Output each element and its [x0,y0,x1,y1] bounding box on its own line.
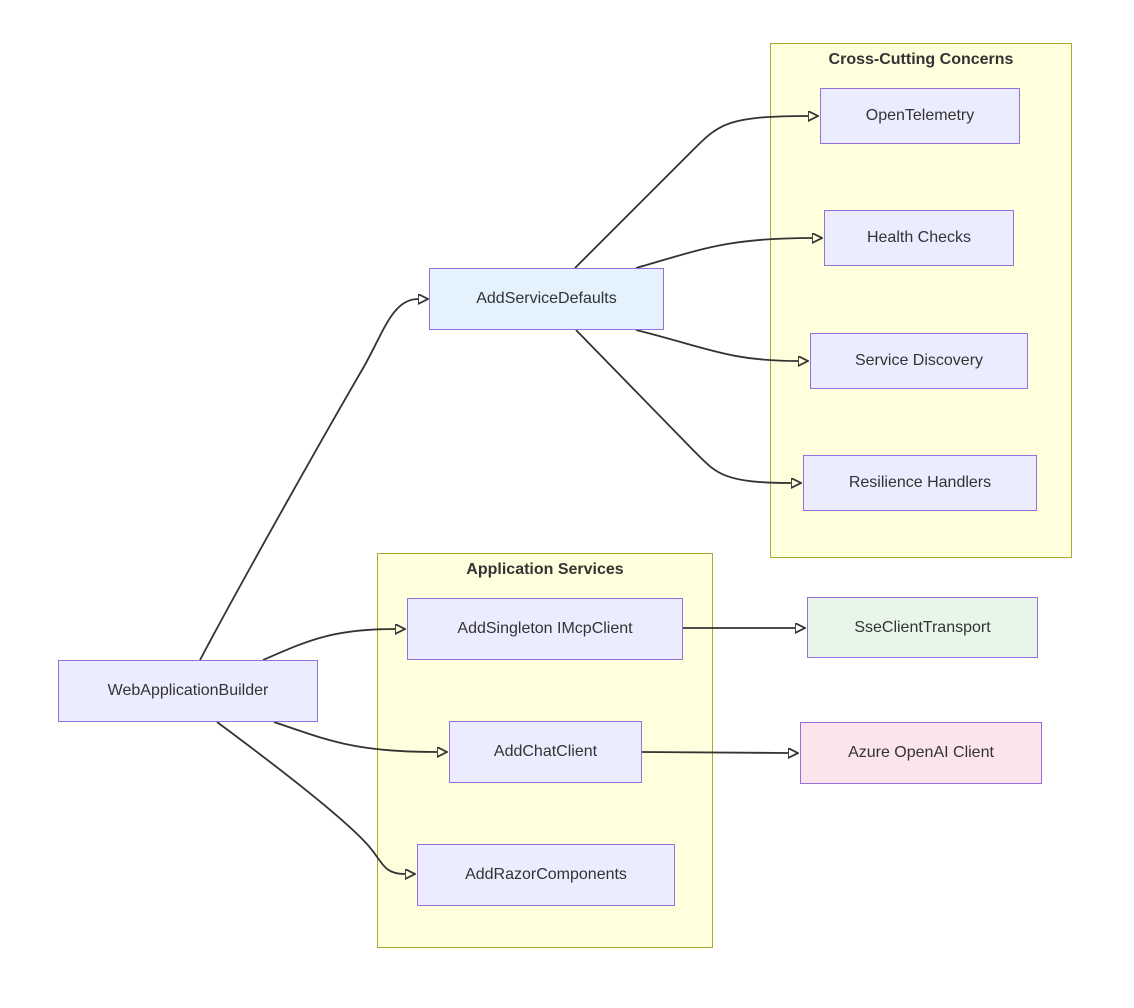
cluster-title-application-services: Application Services [466,561,624,578]
node-health-checks: Health Checks [824,210,1014,266]
node-addchatclient: AddChatClient [449,721,642,783]
node-addservicedefaults: AddServiceDefaults [429,268,664,330]
node-addsingleton-imcpclient: AddSingleton IMcpClient [407,598,683,660]
cluster-title-cross-cutting: Cross-Cutting Concerns [828,51,1014,68]
node-webapplicationbuilder: WebApplicationBuilder [58,660,318,722]
node-opentelemetry: OpenTelemetry [820,88,1020,144]
node-azure-openai-client: Azure OpenAI Client [800,722,1042,784]
node-sseclienttransport: SseClientTransport [807,597,1038,658]
node-resilience-handlers: Resilience Handlers [803,455,1037,511]
edge-wab-addsingleton [262,629,395,661]
node-service-discovery: Service Discovery [810,333,1028,389]
node-addrazorcomponents: AddRazorComponents [417,844,675,906]
edge-asd-resiliencehandlers [575,329,791,483]
